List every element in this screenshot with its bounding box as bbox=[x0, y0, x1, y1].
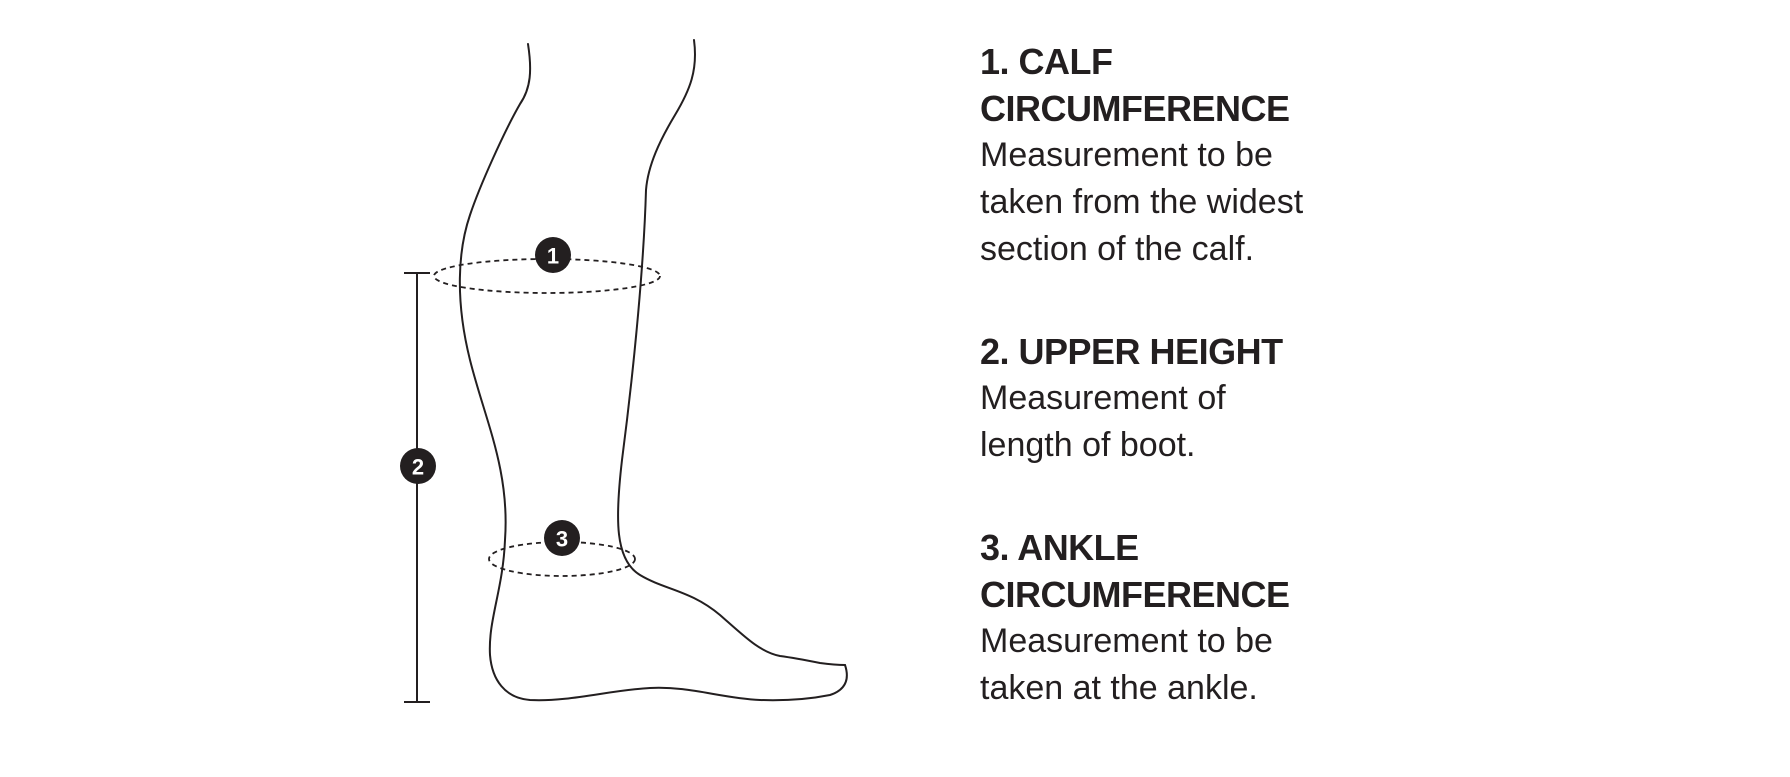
legend-title-ankle-line1: 3. ANKLE bbox=[980, 527, 1139, 568]
legend-title-ankle-line2: CIRCUMFERENCE bbox=[980, 574, 1290, 615]
leg-back-outline bbox=[458, 43, 848, 702]
measurement-legend: 1. CALF CIRCUMFERENCE Measurement to be … bbox=[980, 38, 1400, 712]
marker-3: 3 bbox=[544, 520, 580, 556]
marker-1-label: 1 bbox=[547, 244, 559, 269]
legend-desc-calf: Measurement to be taken from the widest … bbox=[980, 132, 1340, 273]
legend-desc-calf-line3: section of the calf. bbox=[980, 230, 1255, 268]
marker-2: 2 bbox=[400, 448, 436, 484]
ankle-circumference-ring bbox=[488, 541, 636, 577]
legend-title-upper-height-line1: 2. UPPER HEIGHT bbox=[980, 331, 1283, 372]
marker-3-label: 3 bbox=[556, 527, 568, 552]
legend-desc-upper-height-line1: Measurement of bbox=[980, 379, 1226, 417]
legend-item-ankle: 3. ANKLE CIRCUMFERENCE Measurement to be… bbox=[980, 524, 1400, 712]
legend-title-calf-line2: CIRCUMFERENCE bbox=[980, 88, 1290, 129]
legend-title-upper-height: 2. UPPER HEIGHT bbox=[980, 328, 1310, 375]
legend-title-calf-line1: 1. CALF bbox=[980, 41, 1113, 82]
leg-front-outline bbox=[617, 39, 846, 666]
legend-title-calf: 1. CALF CIRCUMFERENCE bbox=[980, 38, 1310, 132]
legend-desc-upper-height: Measurement of length of boot. bbox=[980, 375, 1340, 469]
legend-desc-ankle-line1: Measurement to be bbox=[980, 622, 1273, 660]
legend-desc-upper-height-line2: length of boot. bbox=[980, 426, 1196, 464]
marker-2-label: 2 bbox=[412, 455, 424, 480]
legend-desc-ankle: Measurement to be taken at the ankle. bbox=[980, 618, 1340, 712]
calf-circumference-ring bbox=[433, 258, 661, 294]
legend-desc-ankle-line2: taken at the ankle. bbox=[980, 669, 1258, 707]
legend-desc-calf-line2: taken from the widest bbox=[980, 183, 1304, 221]
marker-1: 1 bbox=[535, 237, 571, 273]
legend-item-upper-height: 2. UPPER HEIGHT Measurement of length of… bbox=[980, 328, 1400, 469]
legend-title-ankle: 3. ANKLE CIRCUMFERENCE bbox=[980, 524, 1310, 618]
legend-desc-calf-line1: Measurement to be bbox=[980, 136, 1273, 174]
legend-item-calf: 1. CALF CIRCUMFERENCE Measurement to be … bbox=[980, 38, 1400, 273]
